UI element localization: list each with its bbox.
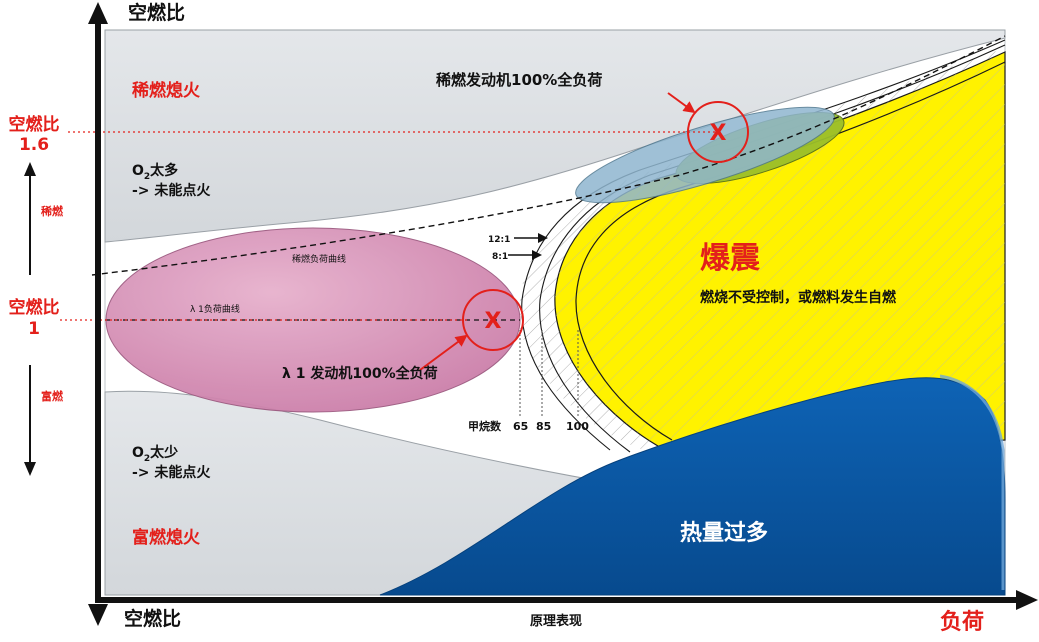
x-axis-arrowhead	[1016, 590, 1038, 610]
o2-low-prefix: O	[132, 445, 144, 461]
methane-85-label: 85	[536, 420, 551, 433]
y-axis-label-top: 空燃比	[128, 1, 185, 24]
heat-excess-label: 热量过多	[680, 520, 768, 546]
lean-load-curve-label: 稀燃负荷曲线	[292, 253, 346, 265]
methane-65-label: 65	[513, 420, 528, 433]
lean-full-load-marker	[687, 101, 749, 163]
lean-load-curve	[91, 35, 1006, 276]
lean-ratio-value: 1.6	[19, 135, 49, 155]
knock-description: 燃烧不受控制，或燃料发生自燃	[700, 289, 897, 306]
y-axis-arrowhead	[88, 2, 108, 24]
lambda-full-load-arrow	[419, 334, 468, 371]
o2-high-suffix: 太多	[150, 162, 178, 179]
o2-high-prefix: O	[132, 163, 144, 179]
y-axis-bottom-arrowhead	[88, 604, 108, 626]
methane-100-label: 100	[566, 420, 589, 433]
lean-full-load-label: 稀燃发动机100%全负荷	[436, 71, 602, 89]
lean-operating-ellipse	[575, 106, 835, 204]
ratio-12-label: 12:1	[488, 235, 510, 245]
lean-full-load-arrow	[667, 92, 696, 114]
rich-misfire-label: 富燃熄火	[132, 527, 201, 548]
knock-inner-curve	[575, 61, 1006, 441]
o2-high-subscript: 2	[144, 172, 150, 182]
o2-low-result: -> 未能点火	[132, 464, 211, 481]
heat-excess-highlight	[939, 374, 1005, 590]
lean-direction-arrowhead	[24, 162, 36, 176]
knock-title: 爆震	[700, 241, 761, 276]
lambda-load-curve-label: λ 1负荷曲线	[190, 303, 240, 315]
x-axis-label: 负荷	[940, 610, 984, 635]
o2-low-label: O2太少	[132, 444, 178, 464]
rich-direction-arrowhead	[24, 462, 36, 476]
lean-ratio-label: 空燃比	[9, 114, 60, 135]
lambda-full-load-marker	[462, 289, 524, 351]
ratio-8-label: 8:1	[492, 252, 508, 262]
stoich-value: 1	[28, 319, 40, 339]
lean-misfire-region	[104, 29, 1006, 243]
lambda-full-load-label: λ 1 发动机100%全负荷	[282, 365, 438, 382]
x-axis-caption: 原理表现	[530, 613, 582, 629]
o2-high-result: -> 未能点火	[132, 182, 211, 199]
methane-number-label: 甲烷数	[468, 419, 502, 433]
o2-low-subscript: 2	[144, 454, 150, 464]
lean-word: 稀燃	[41, 204, 64, 218]
y-axis-label-bottom: 空燃比	[124, 607, 181, 630]
lambda-full-load-x: X	[485, 309, 502, 334]
stoich-label: 空燃比	[9, 297, 60, 318]
knock-region-hatch	[554, 52, 1005, 450]
lean-full-load-x: X	[710, 121, 727, 146]
o2-high-label: O2太多	[132, 162, 178, 182]
rich-word: 富燃	[41, 389, 64, 403]
lean-misfire-label: 稀燃熄火	[132, 80, 201, 101]
o2-low-suffix: 太少	[150, 444, 178, 461]
